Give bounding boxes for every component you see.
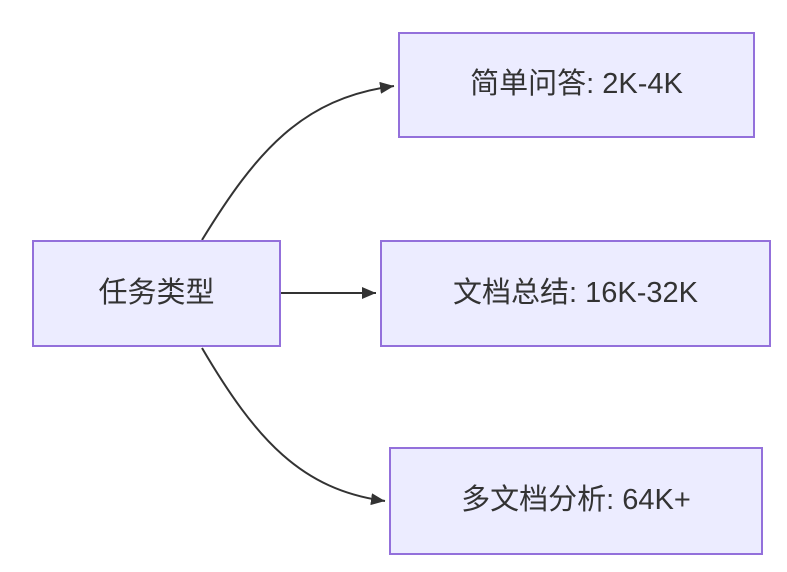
- node-doc-summary: 文档总结: 16K-32K: [380, 240, 771, 347]
- node-task-type-label: 任务类型: [98, 276, 215, 309]
- node-task-type: 任务类型: [32, 240, 281, 347]
- edge-root-to-branch-top: [201, 81, 395, 241]
- node-multi-doc-analysis-label: 多文档分析: 64K+: [461, 484, 691, 517]
- node-simple-qa: 简单问答: 2K-4K: [398, 32, 755, 138]
- edge-root-to-branch-bottom: [201, 347, 386, 506]
- node-doc-summary-label: 文档总结: 16K-32K: [453, 276, 698, 309]
- node-simple-qa-label: 简单问答: 2K-4K: [470, 68, 683, 101]
- node-multi-doc-analysis: 多文档分析: 64K+: [389, 447, 763, 555]
